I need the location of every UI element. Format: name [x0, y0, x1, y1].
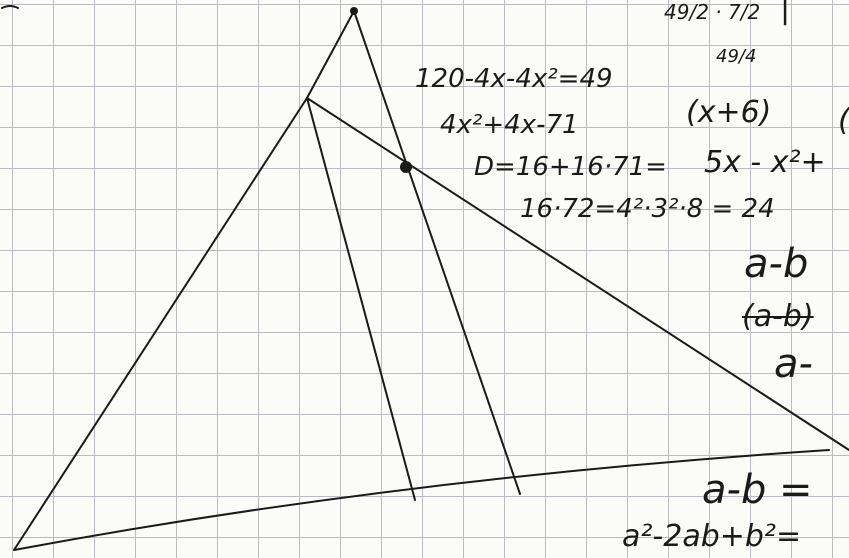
note-five-x: 5x - x²+ — [704, 145, 826, 180]
note-equation-2: 4x²+4x-71 — [440, 110, 579, 140]
note-factorisation: 16·72=4²·3²·8 = 24 — [520, 194, 775, 224]
note-a-minus-b-struck: (a-b) — [742, 299, 814, 334]
apex-right-line — [353, 10, 521, 495]
triangle-right-side — [306, 97, 849, 451]
note-square-expansion: a²-2ab+b²= — [622, 519, 802, 554]
inner-line-1 — [306, 97, 416, 501]
note-equation-1: 120-4x-4x²=49 — [415, 64, 613, 94]
note-top-fraction: 49/2 · 7/2 — [664, 0, 761, 24]
note-paren-right: ( — [838, 103, 849, 138]
triangle-base — [13, 449, 830, 551]
apex-point — [350, 7, 358, 15]
corner-mark — [1, 5, 19, 9]
note-a-minus-b-1: a-b — [744, 241, 809, 287]
note-paren-x-plus-6: (x+6) — [686, 95, 772, 130]
triangle-left-side — [13, 97, 308, 551]
note-49-over-4: 49/4 — [716, 46, 757, 67]
note-a-minus-b-3: a- — [774, 341, 813, 387]
note-a-minus-b-eq: a-b = — [702, 467, 813, 513]
note-top-bar: | — [780, 0, 791, 26]
apex-left-line — [306, 10, 355, 99]
intersection-point — [400, 161, 412, 173]
note-discriminant: D=16+16·71= — [474, 152, 667, 182]
